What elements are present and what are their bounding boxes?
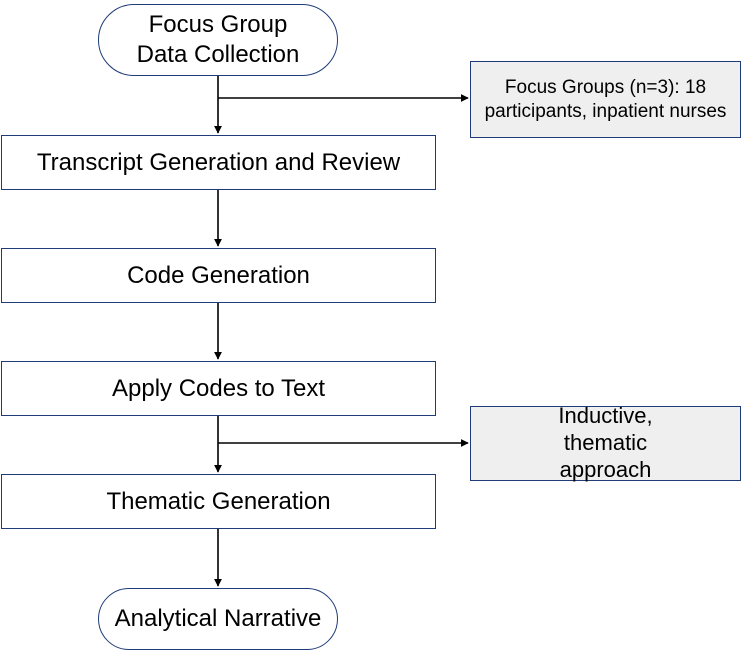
- transcript-generation-step: Transcript Generation and Review: [1, 135, 436, 190]
- end-node: Analytical Narrative: [98, 588, 338, 650]
- thematic-generation-step: Thematic Generation: [1, 474, 436, 529]
- end-node-label: Analytical Narrative: [114, 605, 322, 632]
- apply-codes-step: Apply Codes to Text: [1, 361, 436, 416]
- focus-groups-note: Focus Groups (n=3): 18 participants, inp…: [470, 61, 741, 138]
- focus-groups-note-text: Focus Groups (n=3): 18 participants, inp…: [484, 77, 727, 122]
- code-generation-step: Code Generation: [1, 248, 436, 303]
- approach-note-text: Inductive, thematic approach: [558, 403, 653, 482]
- start-node: Focus Group Data Collection: [98, 4, 338, 76]
- approach-note: Inductive, thematic approach: [470, 403, 741, 482]
- thematic-generation-label: Thematic Generation: [106, 487, 331, 515]
- transcript-generation-label: Transcript Generation and Review: [36, 148, 401, 176]
- apply-codes-label: Apply Codes to Text: [111, 374, 325, 402]
- code-generation-label: Code Generation: [127, 261, 310, 289]
- start-node-label: Focus Group Data Collection: [136, 11, 300, 68]
